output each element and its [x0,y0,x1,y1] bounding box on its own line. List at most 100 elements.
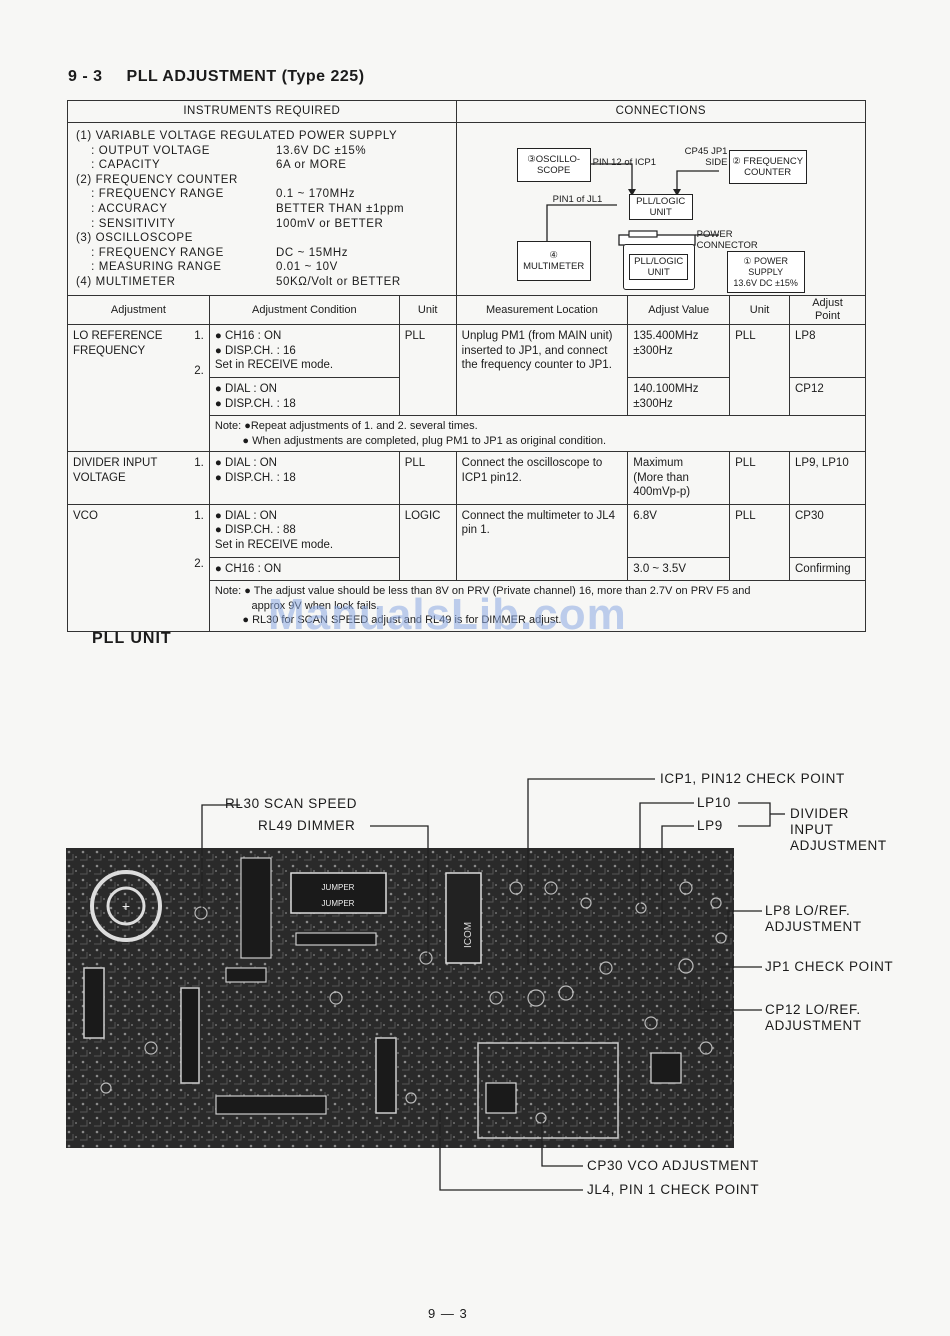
instrument-value: DC ~ 15MHz [276,246,349,259]
cp45-label: CP45 JP1 SIDE [684,146,728,168]
vco-unit2: PLL [729,503,790,581]
callout-cp30: CP30 VCO ADJUSTMENT [587,1158,759,1173]
vco-point2: Confirming [789,556,866,581]
section-number: 9 - 3 [68,68,103,85]
div-point1: LP9, LP10 [789,451,866,505]
col-point: Adjust Point [789,295,866,325]
vco-note: Note: ● The adjust value should be less … [208,580,867,632]
row-vco-name: VCO 1. 2. [67,503,210,632]
multimeter-label: ④ MULTIMETER [523,250,585,272]
section-title: PLL ADJUSTMENT (Type 225) [126,68,365,85]
instrument-key: : SENSITIVITY [76,217,176,230]
instrument-value: 6A or MORE [276,159,347,172]
callout-lp10: LP10 [697,795,731,810]
instrument-value: 50KΩ/Volt or BETTER [276,275,401,288]
power-supply-box: ① POWER SUPPLY 13.6V DC ±15% [726,251,805,293]
pll-board-photo: + JUMPER JUMPER ICOM [66,848,734,1148]
instrument-key: (1) VARIABLE VOLTAGE REGULATED POWER SUP… [76,130,398,142]
instrument-key: (3) OSCILLOSCOPE [76,232,193,245]
col-adjustment: Adjustment [67,295,210,325]
div-step1: 1. [194,457,204,469]
pll-logic-unit-lower-label: PLL/LOGIC UNIT [629,254,689,280]
connections-diagram: ③OSCILLO- SCOPE PIN 12 of ICP1 CP45 JP1 … [455,122,867,296]
callout-rl30: RL30 SCAN SPEED [225,796,358,811]
pll-unit-title: PLL UNIT [92,630,172,647]
pll-logic-unit-box: PLL/LOGIC UNIT [628,194,693,220]
vco-cond1: ● DIAL : ON ● DISP.CH. : 88 Set in RECEI… [208,503,400,558]
lo-cond1: ● CH16 : ON ● DISP.CH. : 16 Set in RECEI… [208,324,400,378]
callout-lp9: LP9 [697,818,723,833]
pin12-label: PIN 12 of ICP1 [592,157,657,168]
col-value: Adjust Value [627,295,731,325]
instrument-row: : FREQUENCY RANGE DC ~ 15MHz [76,246,456,261]
col-unit2: Unit [729,295,790,325]
jumper-label: JUMPER [322,883,355,892]
instrument-value: 0.1 ~ 170MHz [276,188,356,201]
lo-value2: 140.100MHz ±300Hz [627,377,731,416]
connections-header: CONNECTIONS [455,100,867,123]
lo-unit2: PLL [729,324,790,416]
vco-value1: 6.8V [627,503,731,558]
oscilloscope-label: ③OSCILLO- SCOPE [527,154,581,176]
lo-note: Note: ●Repeat adjustments of 1. and 2. s… [208,415,867,452]
vco-step2: 2. [194,558,204,570]
div-unit2: PLL [729,451,790,505]
callout-divider: DIVIDER INPUT ADJUSTMENT [790,806,887,853]
instrument-key: : FREQUENCY RANGE [76,188,224,201]
frequency-counter-box: ② FREQUENCY COUNTER [728,150,807,184]
div-cond1: ● DIAL : ON ● DISP.CH. : 18 [208,451,400,505]
instrument-row: (4) MULTIMETER 50KΩ/Volt or BETTER [76,275,456,290]
callout-lp8: LP8 LO/REF. ADJUSTMENT [765,903,862,934]
pll-logic-unit-lower-box: PLL/LOGIC UNIT [622,244,695,290]
instrument-key: (2) FREQUENCY COUNTER [76,173,238,186]
instrument-value: 13.6V DC ±15% [276,144,367,157]
jumper-label-2: JUMPER [322,899,355,908]
instrument-row: (3) OSCILLOSCOPE [76,231,456,246]
col-unit: Unit [398,295,457,325]
lo-step2: 2. [194,365,204,377]
instruments-header: INSTRUMENTS REQUIRED [67,100,457,123]
instruments-list: (1) VARIABLE VOLTAGE REGULATED POWER SUP… [67,122,457,296]
lo-location: Unplug PM1 (from MAIN unit) inserted to … [455,324,629,416]
instrument-row: (2) FREQUENCY COUNTER [76,173,456,188]
power-supply-label: ① POWER SUPPLY 13.6V DC ±15% [733,255,798,288]
frequency-counter-label: ② FREQUENCY COUNTER [732,156,804,178]
page-number: 9 — 3 [428,1306,468,1321]
instrument-row: (1) VARIABLE VOLTAGE REGULATED POWER SUP… [76,129,456,144]
vco-location: Connect the multimeter to JL4 pin 1. [455,503,629,581]
section-heading: 9 - 3 PLL ADJUSTMENT (Type 225) [68,68,365,86]
instrument-key: : ACCURACY [76,202,168,215]
instrument-key: (4) MULTIMETER [76,275,176,288]
lo-point2: CP12 [789,377,866,416]
vco-step1: 1. [194,509,204,522]
col-condition: Adjustment Condition [208,295,400,325]
div-location: Connect the oscilloscope to ICP1 pin12. [455,451,629,505]
vco-cond2: ● CH16 : ON [208,556,400,581]
lo-step1: 1. [194,330,204,342]
instrument-key: : CAPACITY [76,159,161,172]
instrument-row: : MEASURING RANGE 0.01 ~ 10V [76,260,456,275]
vco-value2: 3.0 ~ 3.5V [627,556,731,581]
callout-cp12: CP12 LO/REF. ADJUSTMENT [765,1002,862,1033]
lo-value1: 135.400MHz ±300Hz [627,324,731,378]
watermark: ManualsLib.com [268,590,627,639]
div-value1: Maximum (More than 400mVp-p) [627,451,731,505]
instrument-value: 0.01 ~ 10V [276,261,338,274]
oscilloscope-box: ③OSCILLO- SCOPE [516,148,591,182]
svg-text:+: + [122,898,130,914]
instrument-key: : FREQUENCY RANGE [76,246,224,259]
power-connector-label: POWER CONNECTOR [696,229,758,251]
icom-logo: ICOM [463,922,474,948]
instrument-key: : MEASURING RANGE [76,261,222,274]
lo-point1: LP8 [789,324,866,378]
callout-rl49: RL49 DIMMER [258,818,356,833]
vco-name: VCO [73,509,98,522]
lo-unit: PLL [398,324,457,416]
callout-jl4: JL4, PIN 1 CHECK POINT [587,1182,760,1197]
vco-unit: LOGIC [398,503,457,581]
